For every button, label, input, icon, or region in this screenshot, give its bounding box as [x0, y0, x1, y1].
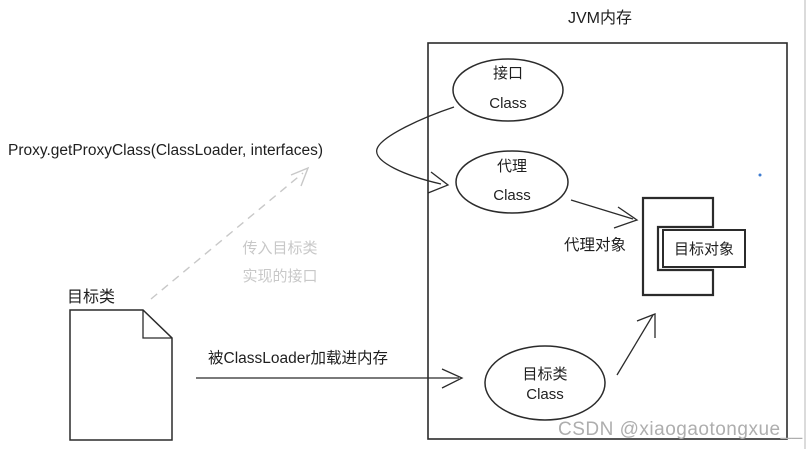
- target-class-file-label: 目标类: [67, 289, 116, 306]
- target-object-box: [662, 229, 746, 268]
- proxy-class-ellipse: [455, 150, 569, 214]
- arrow-proxy-to-proxy-object: [570, 199, 639, 229]
- target-class-ellipse: [484, 345, 606, 421]
- note-line-1: 传入目标类: [242, 240, 318, 257]
- dashed-arrow-pass-target: [150, 166, 310, 300]
- csdn-watermark: CSDN @xiaogaotongxue__: [558, 419, 803, 440]
- arrow-target-class-to-proxy-object: [616, 313, 656, 376]
- dashed-arrow-note: 传入目标类 实现的接口: [218, 235, 342, 291]
- proxy-node-line1: 代理: [496, 158, 527, 175]
- proxy-class-node-label: 代理 Class: [457, 152, 567, 210]
- proxy-node-line2: Class: [493, 187, 531, 204]
- interface-class-ellipse: [452, 58, 564, 122]
- interface-node-line2: Class: [489, 95, 527, 112]
- interface-class-node-label: 接口 Class: [453, 59, 563, 119]
- note-line-2: 实现的接口: [242, 268, 318, 285]
- target-node-line2: Class: [526, 386, 564, 403]
- document-icon: [69, 309, 173, 441]
- proxy-object-label: 代理对象: [564, 237, 627, 254]
- target-class-node-label: 目标类 Class: [485, 365, 605, 405]
- arrow-interface-to-proxy: [376, 106, 455, 194]
- interface-node-line1: 接口: [492, 65, 523, 82]
- proxy-object-shape: [641, 196, 715, 297]
- load-into-memory-label: 被ClassLoader加载进内存: [208, 350, 389, 367]
- arrow-load-into-memory: [196, 368, 464, 389]
- blue-dot-artifact: [758, 173, 762, 177]
- jvm-memory-box: [427, 42, 788, 440]
- target-node-line1: 目标类: [522, 366, 568, 383]
- target-object-label: 目标对象: [673, 241, 734, 258]
- jvm-memory-title: JVM内存: [567, 10, 632, 27]
- proxy-getproxyclass-code-label: Proxy.getProxyClass(ClassLoader, interfa…: [8, 142, 324, 159]
